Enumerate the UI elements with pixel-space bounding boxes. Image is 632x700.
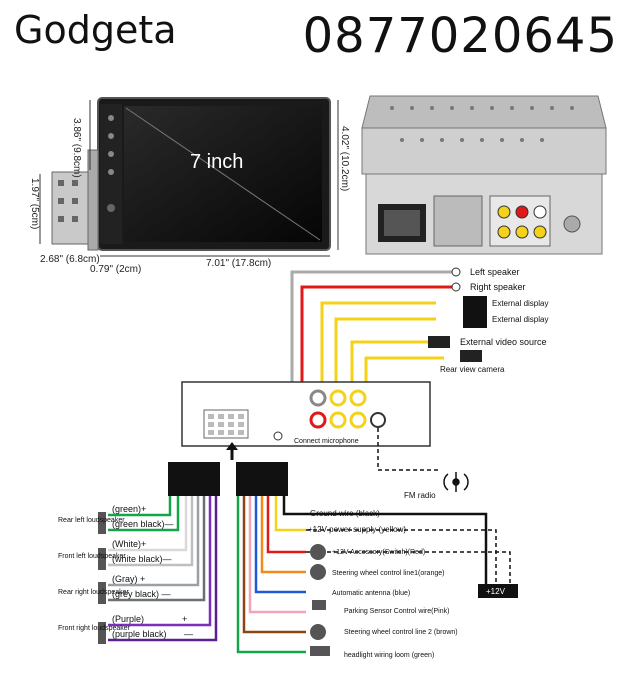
- speaker-icons: [451, 267, 461, 292]
- speaker-wire-lines: [108, 496, 218, 642]
- main-unit: [181, 381, 431, 460]
- power-wire-lines: [236, 496, 488, 654]
- ground-wire-label: Ground wire (black): [310, 509, 380, 518]
- brand-name: Godgeta: [14, 8, 177, 52]
- purple-neg-label: (purple black): [112, 629, 167, 639]
- right-speaker-label: Right speaker: [470, 282, 526, 292]
- left-speaker-label: Left speaker: [470, 267, 520, 277]
- parking-label: Parking Sensor Control wire(Pink): [344, 608, 449, 615]
- bracket-label: 1.97" (5cm): [29, 178, 40, 229]
- video-source-icon: [428, 336, 450, 348]
- height-left-label: 3.86" (9.8cm): [71, 118, 82, 178]
- front-left-speaker-label: Front left loudspeaker: [58, 553, 126, 560]
- height-right-label: 4.02" (10.2cm): [339, 126, 350, 191]
- connect-microphone-label: Connect microphone: [294, 438, 359, 445]
- dimension-lines: [39, 100, 339, 257]
- fm-radio-label: FM radio: [404, 491, 436, 500]
- camera-icon: [460, 350, 482, 362]
- fm-radio-icon: [443, 472, 469, 492]
- mount-bracket: [51, 149, 99, 251]
- power-supply-dashed: [306, 529, 497, 584]
- white-pos-label: (White)+: [112, 539, 146, 549]
- width-label: 7.01" (17.8cm): [206, 258, 271, 269]
- fm-radio-cable: [377, 428, 440, 471]
- rear-left-speaker-label: Rear left loudspeaker: [58, 517, 125, 524]
- battery-icon: [478, 584, 518, 598]
- battery-label: +12V: [486, 587, 506, 596]
- external-display-1-label: External display: [492, 299, 548, 308]
- accessory-dashed: [306, 551, 511, 584]
- head-unit-front: 7 inch: [97, 97, 331, 251]
- head-unit-rear: [361, 95, 607, 255]
- green-pos-label: (green)+: [112, 504, 146, 514]
- steering1-label: Steering wheel control line1(orange): [332, 570, 444, 577]
- purple-minus-sign: —: [184, 629, 193, 639]
- steering2-label: Steering wheel control line 2 (brown): [344, 629, 458, 636]
- white-neg-label: (white black)—: [112, 554, 172, 564]
- power-supply-label: +12V power supply (yellow): [308, 525, 406, 534]
- green-neg-label: (green black)—: [112, 519, 174, 529]
- gray-neg-label: (grey black) —: [112, 589, 171, 599]
- phone-number: 0877020645: [302, 8, 618, 64]
- headlight-label: headlight wiring loom (green): [344, 652, 434, 659]
- speaker-icons-left: [98, 512, 106, 644]
- speaker-harness-connector: [168, 462, 220, 496]
- depth-label: 2.68" (6.8cm): [40, 254, 100, 265]
- screen-size-label: 7 inch: [190, 151, 243, 173]
- accessory-label: +12V Accessory(Switch)(Red): [332, 549, 425, 556]
- rear-right-speaker-label: Rear right loudspeaker: [58, 589, 129, 596]
- antenna-label: Automatic antenna (blue): [332, 590, 410, 597]
- power-harness-connector: [236, 462, 288, 496]
- purple-plus-sign: +: [182, 614, 187, 624]
- front-right-speaker-label: Front right loudspeaker: [58, 625, 131, 632]
- purple-pos-label: (Purple): [112, 614, 144, 624]
- rear-view-camera-label: Rear view camera: [440, 365, 505, 374]
- external-display-2-label: External display: [492, 315, 548, 324]
- gray-pos-label: (Gray) +: [112, 574, 145, 584]
- power-icons: [310, 544, 330, 656]
- external-video-source-label: External video source: [460, 337, 547, 347]
- thickness-label: 0.79" (2cm): [90, 264, 141, 275]
- external-display-icons: [463, 296, 487, 328]
